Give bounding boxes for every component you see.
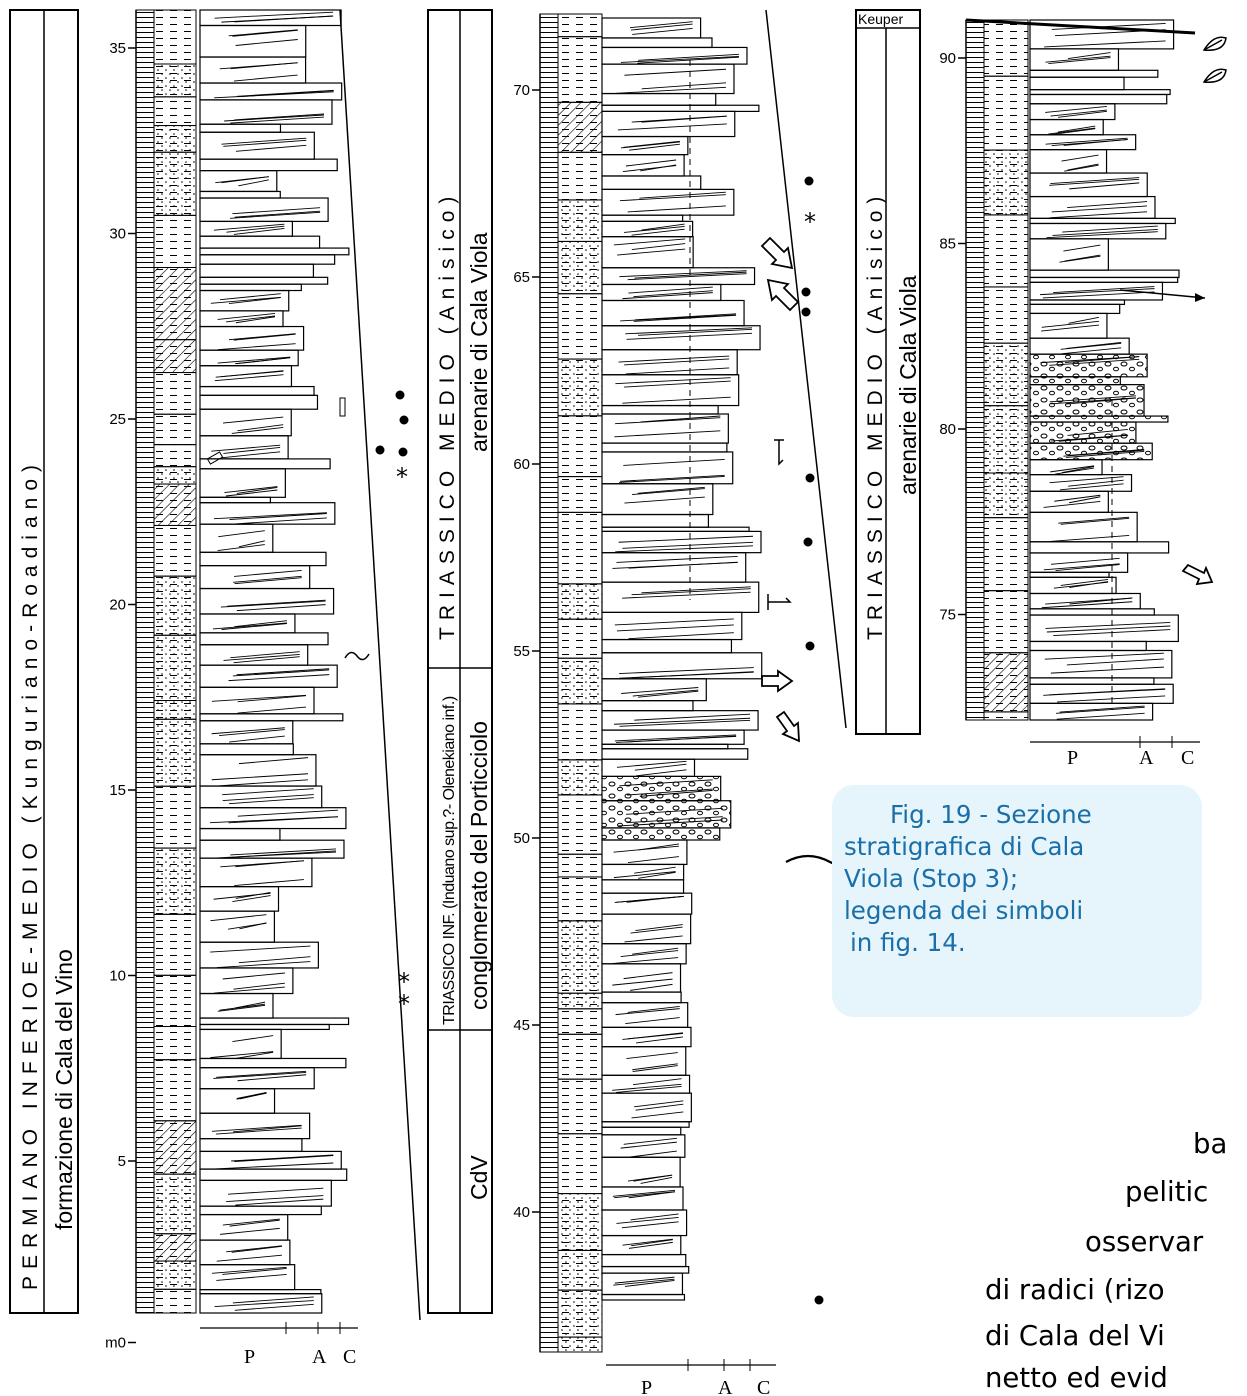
caption-line-2: stratigrafica di Cala <box>844 832 1085 861</box>
depth-tick-label: 50 <box>513 830 530 847</box>
col3-scale-p: P <box>1067 747 1078 769</box>
depth-tick-label: 5 <box>118 1153 126 1170</box>
col3-formation-label: arenarie di Cala Viola <box>895 275 921 495</box>
col3-bed-profile <box>1029 19 1180 721</box>
depth-tick-label: 15 <box>109 782 126 799</box>
depth-tick-label: 30 <box>109 226 126 243</box>
col1-scale-p: P <box>244 1346 255 1368</box>
svg-text:*: * <box>804 208 816 236</box>
col2-lower-period-label: TRIASSICO INF. (Induano sup.?- Olenekian… <box>441 696 458 1025</box>
col1-scale-c: C <box>343 1346 356 1368</box>
caption-line-5: in fig. 14. <box>850 928 966 957</box>
depth-tick-label: 80 <box>939 421 956 438</box>
col3-lithology-column <box>983 19 1029 721</box>
col2-scale-a: A <box>718 1377 733 1396</box>
depth-tick-label: 90 <box>939 50 956 67</box>
col3-scale-c: C <box>1181 747 1194 769</box>
depth-tick-label: 25 <box>109 411 126 428</box>
col1-period-label: PERMIANO INFERIOE-MEDIO (Kunguriano-Road… <box>19 458 42 1290</box>
col3-period-label: TRIASSICO MEDIO (Anisico) <box>864 190 887 640</box>
depth-tick-label: 60 <box>513 456 530 473</box>
col1-bed-profile <box>199 9 350 1314</box>
col2-correlation-line <box>765 9 847 729</box>
col1-tick-labels: 35 30 25 20 15 10 5 m0 <box>105 40 136 1352</box>
depth-tick-label: m0 <box>105 1335 126 1352</box>
col2-upper-formation-label: arenarie di Cala Viola <box>466 232 492 452</box>
column-2: TRIASSICO MEDIO (Anisico) arenarie di Ca… <box>427 9 963 1396</box>
col2-cdv-label: CdV <box>466 1155 492 1200</box>
col1-scale-a: A <box>312 1346 327 1368</box>
depth-tick-label: 70 <box>513 82 530 99</box>
depth-tick-label: 35 <box>109 40 126 57</box>
col3-tick-labels: 90 85 80 75 <box>939 50 966 624</box>
col2-tick-labels: 70 65 60 55 50 45 40 <box>513 82 540 1221</box>
col3-top-unit-label: Keuper <box>858 11 903 27</box>
depth-tick-label: 45 <box>513 1017 530 1034</box>
col2-lower-formation-label: conglomerato del Porticciolo <box>466 721 492 1010</box>
col1-symbols: * * * <box>206 390 410 1018</box>
col3-scale-a: A <box>1139 747 1154 769</box>
col2-symbols: * <box>767 176 824 1305</box>
caption-line-3: Viola (Stop 3); <box>844 864 1019 893</box>
col1-correlation-line <box>339 9 421 1321</box>
col1-lithology-column <box>153 9 197 1314</box>
col1-formation-label: formazione di Cala del Vino <box>51 949 77 1230</box>
col2-scale-c: C <box>757 1377 770 1396</box>
col2-upper-period-label: TRIASSICO MEDIO (Anisico) <box>436 190 459 640</box>
col2-lithology-column <box>557 13 603 1353</box>
svg-text:*: * <box>398 968 410 996</box>
column-1: PERMIANO INFERIOE-MEDIO (Kunguriano-Road… <box>9 9 421 1368</box>
col2-scale-p: P <box>641 1377 652 1396</box>
depth-tick-label: 85 <box>939 236 956 253</box>
column-3: Keuper TRIASSICO MEDIO (Anisico) arenari… <box>855 9 1227 769</box>
col3-symbols <box>1119 36 1227 586</box>
col2-paleocurrent-arrows <box>760 236 800 743</box>
caption-line-1: Fig. 19 - Sezione <box>890 800 1092 829</box>
col3-label-frame <box>855 9 921 735</box>
depth-tick-label: 10 <box>109 968 126 985</box>
caption-line-4: legenda dei simboli <box>844 896 1084 925</box>
depth-tick-label: 75 <box>939 607 956 624</box>
depth-tick-label: 20 <box>109 597 126 614</box>
depth-tick-label: 65 <box>513 269 530 286</box>
depth-tick-label: 55 <box>513 643 530 660</box>
svg-text:*: * <box>396 463 408 491</box>
col2-bed-profile <box>601 17 763 1301</box>
depth-tick-label: 40 <box>513 1204 530 1221</box>
figure-caption: Fig. 19 - Sezione stratigrafica di Cala … <box>832 785 1202 1017</box>
